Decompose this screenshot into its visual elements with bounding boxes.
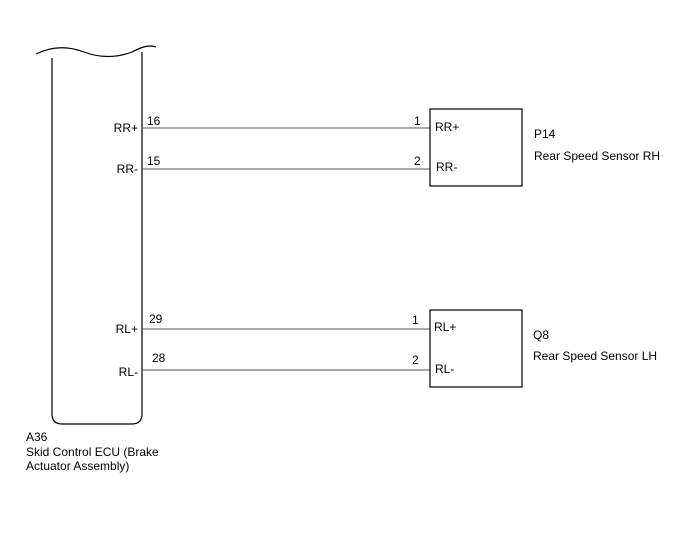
ecu-name-line-1: Skid Control ECU (Brake [26,445,159,459]
sensor-lh-name: Rear Speed Sensor LH [533,349,657,363]
ecu-terminal-label-rl-minus: RL- [119,365,138,379]
sensor-rh-name: Rear Speed Sensor RH [534,149,660,163]
ecu-pin-number-rr-plus: 16 [147,114,161,128]
ecu-pin-number-rl-minus: 28 [152,351,166,365]
sensor-lh-code: Q8 [533,328,549,342]
sensor-rh-box [429,108,523,187]
ecu-body [51,52,143,425]
sensor-lh-pin-number-1: 1 [412,313,419,327]
sensor-lh-box [429,309,523,388]
ecu-pin-number-rl-plus: 29 [149,312,163,326]
sensor-lh-pin-number-2: 2 [412,353,419,367]
sensor-rh-pin-number-2: 2 [414,154,421,168]
ecu-terminal-label-rl-plus: RL+ [116,322,138,336]
ecu-pin-number-rr-minus: 15 [147,154,161,168]
ecu-terminal-label-rr-plus: RR+ [114,121,138,135]
sensor-rh-pin-number-1: 1 [414,114,421,128]
sensor-rh-terminal-label-rr-minus: RR- [436,160,457,174]
ecu-break-line [35,45,157,58]
sensor-lh-terminal-label-rl-plus: RL+ [434,320,456,334]
sensor-rh-code: P14 [534,127,556,141]
ecu-name-line-2: Actuator Assembly) [26,459,129,473]
ecu-code: A36 [26,430,48,444]
sensor-lh-terminal-label-rl-minus: RL- [435,362,454,376]
sensor-rh-terminal-label-rr-plus: RR+ [435,120,459,134]
ecu-terminal-label-rr-minus: RR- [117,162,138,176]
